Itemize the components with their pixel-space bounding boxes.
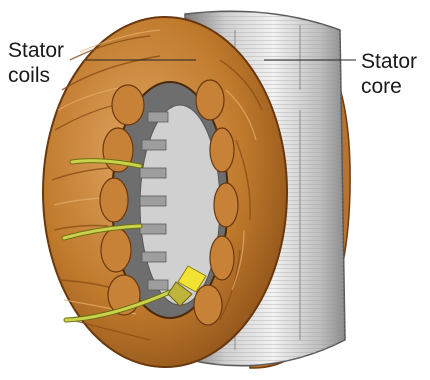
stator-coils-label-line2: coils <box>8 63 64 88</box>
stator-core-label-line1: Stator <box>361 49 417 74</box>
stator-coils-label-line1: Stator <box>8 38 64 63</box>
stator-coils-label: Stator coils <box>8 38 64 88</box>
stator-coils <box>43 17 287 367</box>
stator-core-label-line2: core <box>361 74 417 99</box>
stator-core-label: Stator core <box>361 49 417 99</box>
